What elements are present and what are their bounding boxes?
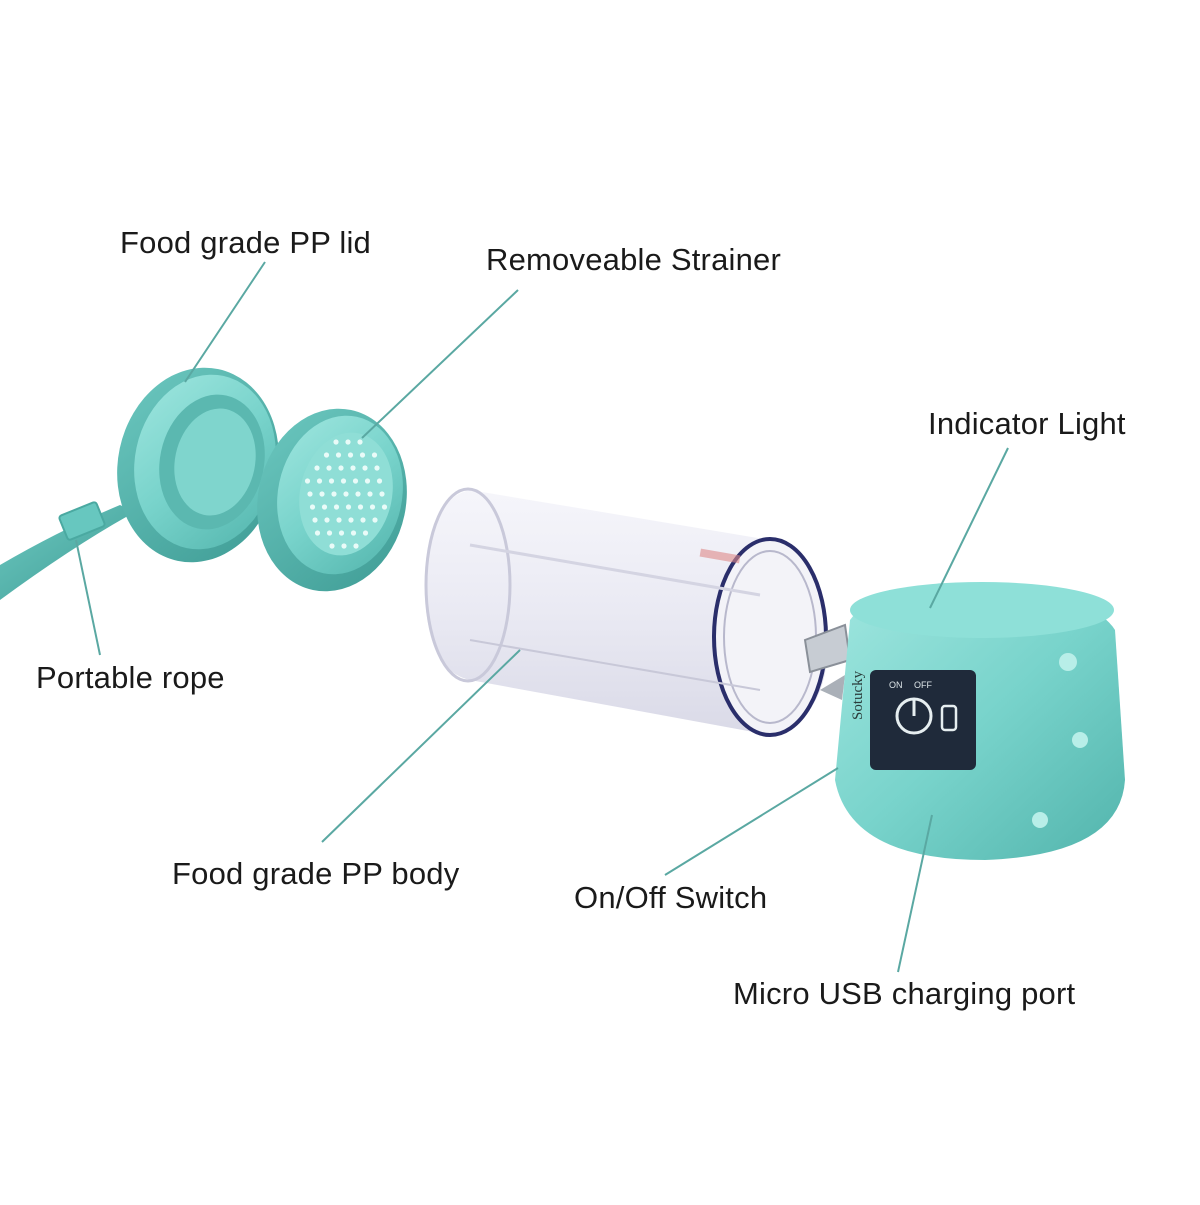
strainer-hole bbox=[340, 478, 347, 484]
strainer-hole bbox=[326, 465, 332, 471]
strainer-hole bbox=[338, 530, 345, 536]
strainer-hole bbox=[352, 478, 359, 484]
strainer-hole bbox=[347, 452, 354, 458]
strainer-hole bbox=[372, 517, 378, 523]
label-food-grade-lid: Food grade PP lid bbox=[120, 225, 371, 260]
lid bbox=[117, 367, 279, 563]
strainer-hole bbox=[326, 530, 333, 536]
strainer-hole bbox=[321, 504, 328, 510]
strainer-hole bbox=[359, 452, 366, 458]
strainer-hole bbox=[331, 491, 337, 497]
switch-on-text: ON bbox=[889, 680, 903, 690]
strainer-hole bbox=[316, 478, 323, 484]
strainer-hole bbox=[364, 478, 371, 484]
strainer-hole bbox=[376, 478, 383, 484]
strainer-hole bbox=[336, 517, 342, 523]
strainer-hole bbox=[379, 491, 385, 497]
rope-clip bbox=[58, 501, 106, 541]
strainer-hole bbox=[353, 543, 359, 549]
glass-body bbox=[424, 487, 828, 737]
brand-text: Sotucky bbox=[850, 670, 866, 720]
label-portable-rope: Portable rope bbox=[36, 660, 225, 695]
strainer-hole bbox=[362, 465, 368, 471]
control-panel bbox=[870, 670, 976, 770]
label-indicator-light: Indicator Light bbox=[928, 406, 1126, 441]
strainer-hole bbox=[369, 504, 376, 510]
switch-off-text: OFF bbox=[914, 680, 932, 690]
strainer bbox=[257, 408, 407, 592]
strainer-hole bbox=[314, 465, 320, 471]
strainer-hole bbox=[323, 452, 330, 458]
leader-lines bbox=[75, 261, 1009, 973]
strainer-hole bbox=[312, 517, 318, 523]
strainer-hole bbox=[345, 439, 351, 445]
strainer-hole bbox=[350, 530, 357, 536]
strainer-hole bbox=[307, 491, 313, 497]
strainer-hole bbox=[355, 491, 361, 497]
strainer-hole bbox=[335, 452, 342, 458]
strainer-hole bbox=[350, 465, 356, 471]
strainer-hole bbox=[343, 491, 349, 497]
strainer-hole bbox=[333, 504, 340, 510]
strainer-hole bbox=[362, 530, 369, 536]
strainer-hole bbox=[324, 517, 330, 523]
strainer-hole bbox=[309, 504, 316, 510]
strainer-hole bbox=[345, 504, 352, 510]
strainer-hole bbox=[367, 491, 373, 497]
label-micro-usb-port: Micro USB charging port bbox=[733, 976, 1076, 1011]
strainer-hole bbox=[357, 439, 363, 445]
strainer-hole bbox=[329, 543, 335, 549]
strainer-hole bbox=[328, 478, 335, 484]
strainer-hole bbox=[333, 439, 339, 445]
label-food-grade-body: Food grade PP body bbox=[172, 856, 460, 891]
strainer-hole bbox=[304, 478, 311, 484]
usb-port bbox=[940, 704, 958, 732]
power-button bbox=[895, 697, 933, 735]
strainer-hole bbox=[341, 543, 347, 549]
strainer-hole bbox=[371, 452, 378, 458]
strainer-hole bbox=[314, 530, 321, 536]
label-on-off-switch: On/Off Switch bbox=[574, 880, 768, 915]
portable-rope bbox=[0, 501, 135, 600]
strainer-hole bbox=[374, 465, 380, 471]
strainer-hole bbox=[319, 491, 325, 497]
label-removeable-strainer: Removeable Strainer bbox=[486, 242, 782, 277]
strainer-hole bbox=[338, 465, 344, 471]
strainer-holes bbox=[304, 439, 388, 549]
strainer-hole bbox=[357, 504, 364, 510]
strainer-hole bbox=[381, 504, 388, 510]
motor-base: ON OFF Sotucky bbox=[835, 582, 1125, 860]
indicator-light bbox=[1059, 653, 1077, 671]
strainer-hole bbox=[348, 517, 354, 523]
strainer-hole bbox=[360, 517, 366, 523]
